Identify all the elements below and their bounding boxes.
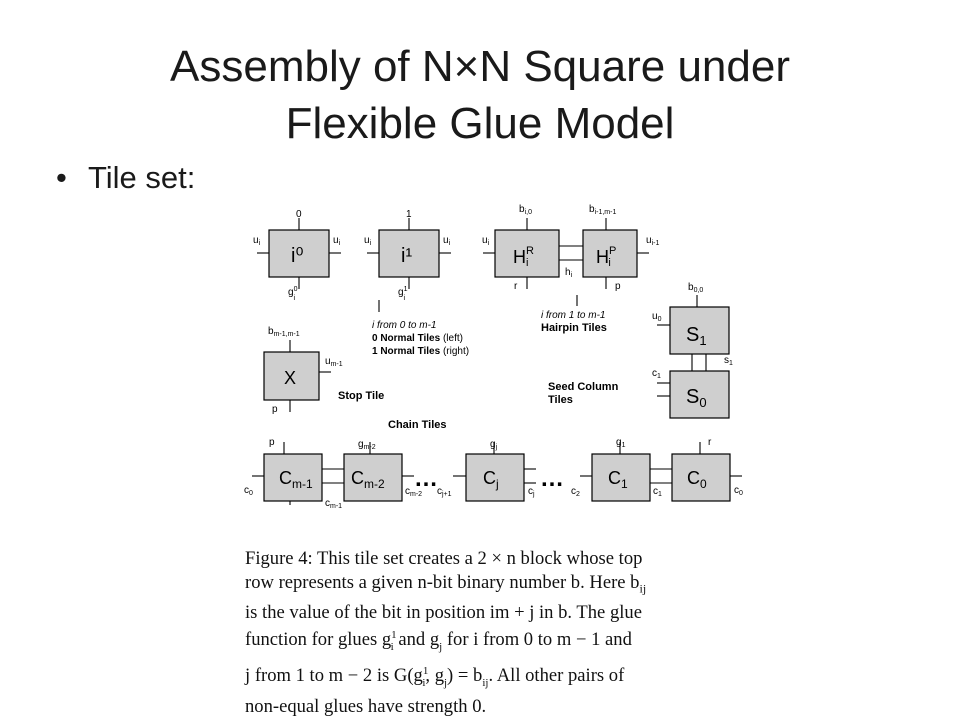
title-line-1: Assembly of N×N Square under [170, 42, 790, 91]
glue-cj-left: cj+1 [437, 486, 452, 498]
glue-i0-top: 0 [296, 209, 302, 220]
caption-line-3: is the value of the bit in position im +… [245, 601, 642, 623]
seed-label-2: Tiles [548, 394, 573, 406]
glue-i1-top: 1 [406, 209, 412, 220]
normal-label-3: 1 Normal Tiles (right) [372, 346, 469, 357]
hairpin-link: hi [559, 245, 583, 279]
ellipsis-2: … [540, 465, 564, 492]
caption-line-6: non-equal glues have strength 0. [245, 696, 487, 718]
tile-cm2-label: Cm-2 [351, 468, 385, 491]
glue-hr-bottom: r [514, 281, 518, 292]
hairpin-label-2: Hairpin Tiles [541, 322, 607, 334]
glue-hp-top: bi-1,m-1 [589, 204, 616, 216]
tile-cj: Cj cj+1 gj cj [437, 439, 536, 502]
glue-cm1-left: c0 [244, 485, 253, 497]
tile-cm2: Cm-2 gm-2 cm-2 [343, 439, 422, 502]
tile-x-label: X [284, 368, 296, 388]
bullet-item: • Tile set: [56, 160, 195, 196]
figure-caption: Figure 4: This tile set creates a 2 × n … [245, 547, 775, 719]
tile-cm1: Cm-1 p c0 cm-1 [244, 437, 342, 510]
caption-line-1: Figure 4: This tile set creates a 2 × n … [245, 548, 643, 569]
glue-s0-left: c1 [652, 368, 661, 380]
tile-c0: C0 r c0 [671, 437, 743, 502]
glue-i0-left: ui [253, 235, 261, 247]
tile-s0: S0 c1 [652, 368, 730, 419]
tile-s1: S1 b0,0 u0 [652, 282, 730, 355]
glue-cj-right: cj [528, 486, 535, 498]
tile-cj-label: Cj [483, 468, 499, 491]
glue-i1-right: ui [443, 235, 451, 247]
glue-h-mid: hi [565, 267, 573, 279]
caption-line-2: row represents a given n-bit binary numb… [245, 571, 647, 596]
glue-x-right: um-1 [325, 356, 343, 368]
glue-cm1-top: p [269, 437, 275, 448]
glue-hp-right: ui-1 [646, 235, 659, 247]
tile-c1-label: C1 [608, 468, 628, 491]
glue-cj-top: gj [490, 439, 498, 451]
tile-c1: C1 c2 g1 c1 [571, 437, 662, 502]
tile-s1-label: S1 [686, 324, 707, 348]
glue-c0-top: r [708, 437, 712, 448]
glue-cm2-right: cm-2 [405, 486, 422, 498]
tile-cm1-label: Cm-1 [279, 468, 313, 491]
stop-label: Stop Tile [338, 390, 384, 402]
glue-x-top: bm-1,m-1 [268, 326, 300, 338]
glue-i1-left: ui [364, 235, 372, 247]
bullet-text: Tile set: [88, 160, 196, 195]
glue-x-bottom: p [272, 404, 278, 415]
glue-c1-top: g1 [616, 437, 626, 449]
glue-s1-top: b0,0 [688, 282, 703, 294]
caption-line-5: j from 1 to m − 2 is G(g1i, gj) = bij. A… [245, 664, 625, 689]
tile-i1-label: i¹ [401, 245, 412, 267]
bullet-dot-icon: • [56, 160, 67, 195]
glue-hr-top: bi,0 [519, 204, 532, 216]
tile-s0-label: S0 [686, 386, 707, 410]
glue-c1-right: c1 [653, 486, 662, 498]
glue-cm1-bottom: cm-1 [325, 498, 342, 510]
seed-link: s1 [691, 354, 733, 371]
tile-c0-label: C0 [687, 468, 707, 491]
glue-s-mid: s1 [724, 355, 733, 367]
title-line-2: Flexible Glue Model [285, 99, 675, 148]
slide-title: Assembly of N×N Square under Flexible Gl… [0, 38, 960, 152]
caption-line-4: function for glues g1i and gj for i from… [245, 629, 632, 654]
hairpin-label-1: i from 1 to m-1 [541, 310, 605, 321]
glue-i0-right: ui [333, 235, 341, 247]
normal-label-2: 0 Normal Tiles (left) [372, 333, 463, 344]
seed-label-1: Seed Column [548, 381, 619, 393]
normal-label-1: i from 0 to m-1 [372, 320, 436, 331]
glue-s1-left: u0 [652, 311, 662, 323]
glue-c0-right: c0 [734, 485, 743, 497]
tile-i0-label: i⁰ [291, 245, 303, 267]
glue-hp-bottom: p [615, 281, 621, 292]
ellipsis-1: … [414, 465, 438, 492]
tile-x: X bm-1,m-1 um-1 p [263, 326, 343, 415]
glue-hr-left: ui [482, 235, 490, 247]
chain-label: Chain Tiles [388, 419, 446, 431]
glue-cm2-top: gm-2 [358, 439, 376, 451]
glue-c1-left: c2 [571, 486, 580, 498]
